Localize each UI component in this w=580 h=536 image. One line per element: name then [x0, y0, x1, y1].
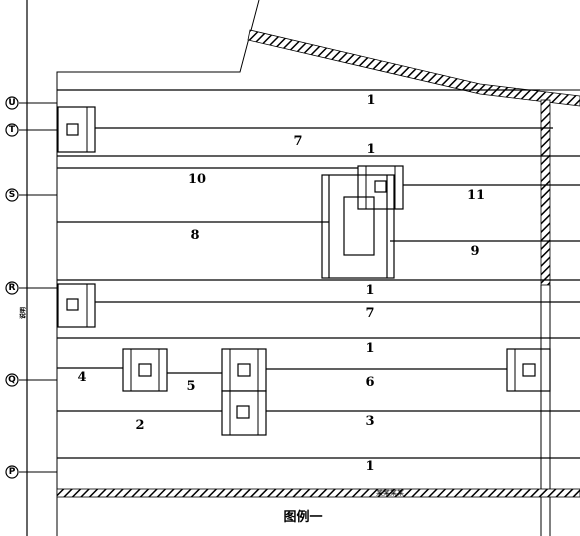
axis-bubble-T: T — [5, 123, 19, 137]
beam-label-7-top: 7 — [293, 134, 302, 149]
column-Q-3 — [221, 390, 267, 436]
axis-bubble-Q: Q — [5, 373, 19, 387]
beam-label-11: 11 — [467, 188, 485, 203]
beam-label-8: 8 — [190, 228, 199, 243]
beam-label-5: 5 — [186, 379, 195, 394]
beam-label-1-top: 1 — [366, 93, 375, 108]
beam-label-1-q: 1 — [365, 341, 374, 356]
beam-label-10: 10 — [188, 172, 206, 187]
bottom-note: 某某某某 — [376, 489, 404, 497]
column-Q-right — [506, 348, 551, 392]
beam-label-6: 6 — [365, 375, 374, 390]
beam-label-9: 9 — [470, 244, 479, 259]
section-title: 图例一 — [283, 509, 322, 525]
beam-label-1-p: 1 — [365, 459, 374, 474]
axis-label-P: P — [9, 467, 16, 477]
beam-label-3: 3 — [365, 414, 374, 429]
axis-label-R: R — [9, 283, 16, 293]
beam-label-1-r: 1 — [365, 283, 374, 298]
column-S-center — [357, 165, 404, 210]
axis-bubble-S: S — [5, 188, 19, 202]
axis-label-Q: Q — [8, 375, 16, 385]
axis-bubble-P: P — [5, 465, 19, 479]
beam-label-1-s: 1 — [366, 142, 375, 157]
column-Q-1 — [122, 348, 168, 392]
column-T-left — [57, 106, 96, 153]
axis-leaders — [19, 102, 57, 473]
axis-label-S: S — [9, 190, 15, 200]
column-Q-2 — [221, 348, 267, 392]
axis-label-U: U — [8, 98, 15, 108]
building-outline-top — [56, 0, 260, 536]
axis-bubble-U: U — [5, 96, 19, 110]
roof-edge-hatch — [247, 29, 580, 107]
beam-label-2: 2 — [135, 418, 144, 433]
beam-label-7-r: 7 — [365, 306, 374, 321]
side-note: 说明 — [19, 307, 27, 319]
column-R-left — [57, 283, 96, 328]
core-wall — [321, 174, 395, 279]
beam-label-4: 4 — [77, 370, 86, 385]
beam-lines — [57, 89, 580, 459]
bottom-wall-hatch — [56, 488, 580, 498]
axis-bubble-R: R — [5, 281, 19, 295]
axis-label-T: T — [9, 125, 16, 135]
right-wall-hatch — [540, 99, 551, 286]
